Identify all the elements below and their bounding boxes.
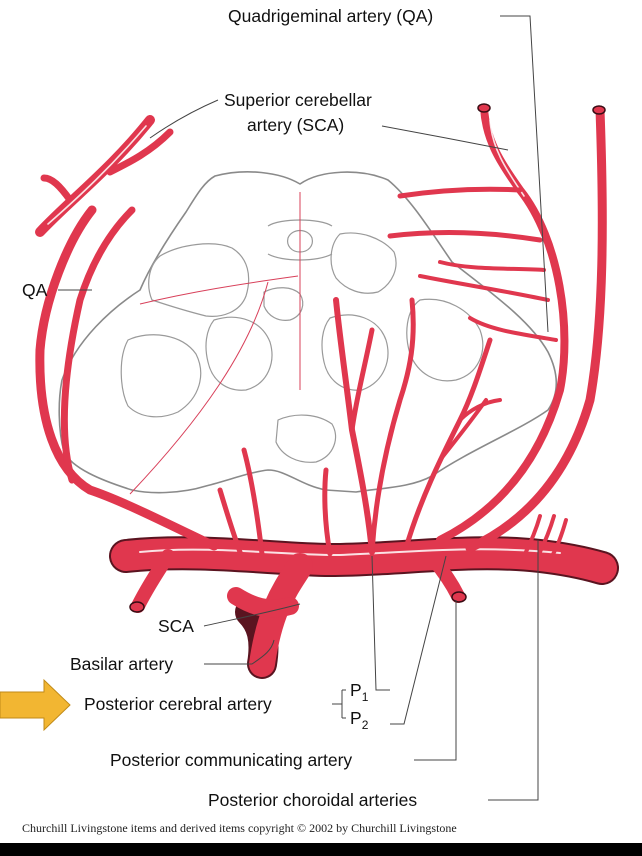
- leader-lines: [58, 15, 549, 801]
- p2-subscript: 2: [362, 718, 369, 732]
- midbrain-section: [58, 171, 558, 495]
- label-posterior-communicating-artery: Posterior communicating artery: [110, 750, 352, 770]
- labels: Quadrigeminal artery (QA) Superior cereb…: [22, 6, 457, 835]
- label-qa-left: QA: [22, 280, 48, 300]
- label-p2: P2: [350, 708, 369, 732]
- p2-letter: P: [350, 708, 362, 728]
- label-basilar-artery: Basilar artery: [70, 654, 173, 674]
- label-superior-cerebellar-line2: artery (SCA): [247, 115, 344, 135]
- copyright-credit: Churchill Livingstone items and derived …: [22, 821, 457, 835]
- bottom-bar: [0, 843, 642, 856]
- p1-subscript: 1: [362, 690, 369, 704]
- arrow-right-icon: [0, 678, 71, 732]
- label-posterior-cerebral-artery: Posterior cerebral artery: [84, 694, 272, 714]
- label-superior-cerebellar-line1: Superior cerebellar: [224, 90, 372, 110]
- p1-letter: P: [350, 680, 362, 700]
- label-p1: P1: [350, 680, 369, 704]
- label-quadrigeminal-artery-top: Quadrigeminal artery (QA): [228, 6, 433, 26]
- label-posterior-choroidal-arteries: Posterior choroidal arteries: [208, 790, 417, 810]
- label-sca: SCA: [158, 616, 194, 636]
- artery-network: [35, 103, 619, 679]
